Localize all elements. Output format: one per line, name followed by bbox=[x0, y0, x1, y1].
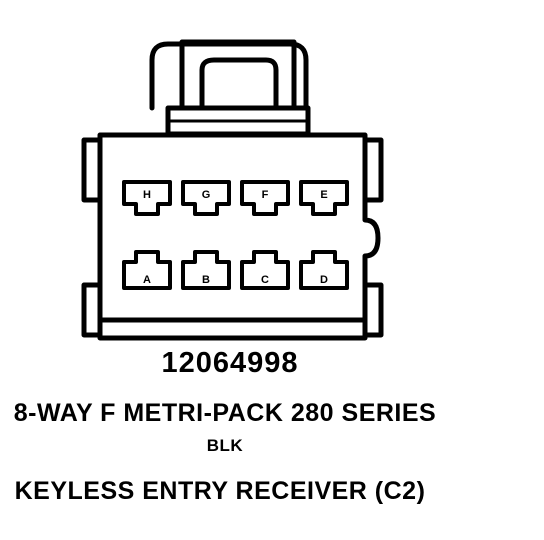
latch-tab-inner bbox=[199, 57, 279, 111]
connector-face-diagram: H G F E A B C D bbox=[81, 39, 384, 341]
pin-label-c: C bbox=[261, 274, 269, 286]
connector-body bbox=[97, 132, 381, 323]
pin-label-e: E bbox=[320, 189, 327, 201]
pin-cavity-f bbox=[240, 180, 290, 216]
pin-label-b: B bbox=[202, 274, 210, 286]
left-rail bbox=[81, 137, 103, 203]
pin-label-g: G bbox=[202, 189, 211, 201]
pin-cavity-h bbox=[122, 180, 172, 216]
pin-label-h: H bbox=[143, 189, 151, 201]
latch-tab bbox=[179, 39, 297, 111]
latch-housing bbox=[149, 41, 309, 111]
left-rail-lower bbox=[81, 282, 103, 338]
right-rail-lower bbox=[362, 282, 384, 338]
pin-cavity-c bbox=[240, 250, 290, 290]
pin-label-a: A bbox=[143, 274, 151, 286]
part-number: 12064998 bbox=[161, 347, 299, 379]
connector-title: KEYLESS ENTRY RECEIVER (C2) bbox=[14, 477, 426, 505]
pin-cavity-a bbox=[122, 250, 172, 290]
pin-cavity-b bbox=[181, 250, 231, 290]
pin-cavity-g bbox=[181, 180, 231, 216]
right-rail bbox=[362, 137, 384, 203]
connector-series: 8-WAY F METRI-PACK 280 SERIES bbox=[13, 399, 437, 427]
pin-cavity-e bbox=[299, 180, 349, 216]
pin-label-d: D bbox=[320, 274, 328, 286]
pin-label-f: F bbox=[262, 189, 269, 201]
pin-cavity-d bbox=[299, 250, 349, 290]
bottom-lip bbox=[97, 317, 368, 341]
connector-color: BLK bbox=[206, 436, 244, 455]
